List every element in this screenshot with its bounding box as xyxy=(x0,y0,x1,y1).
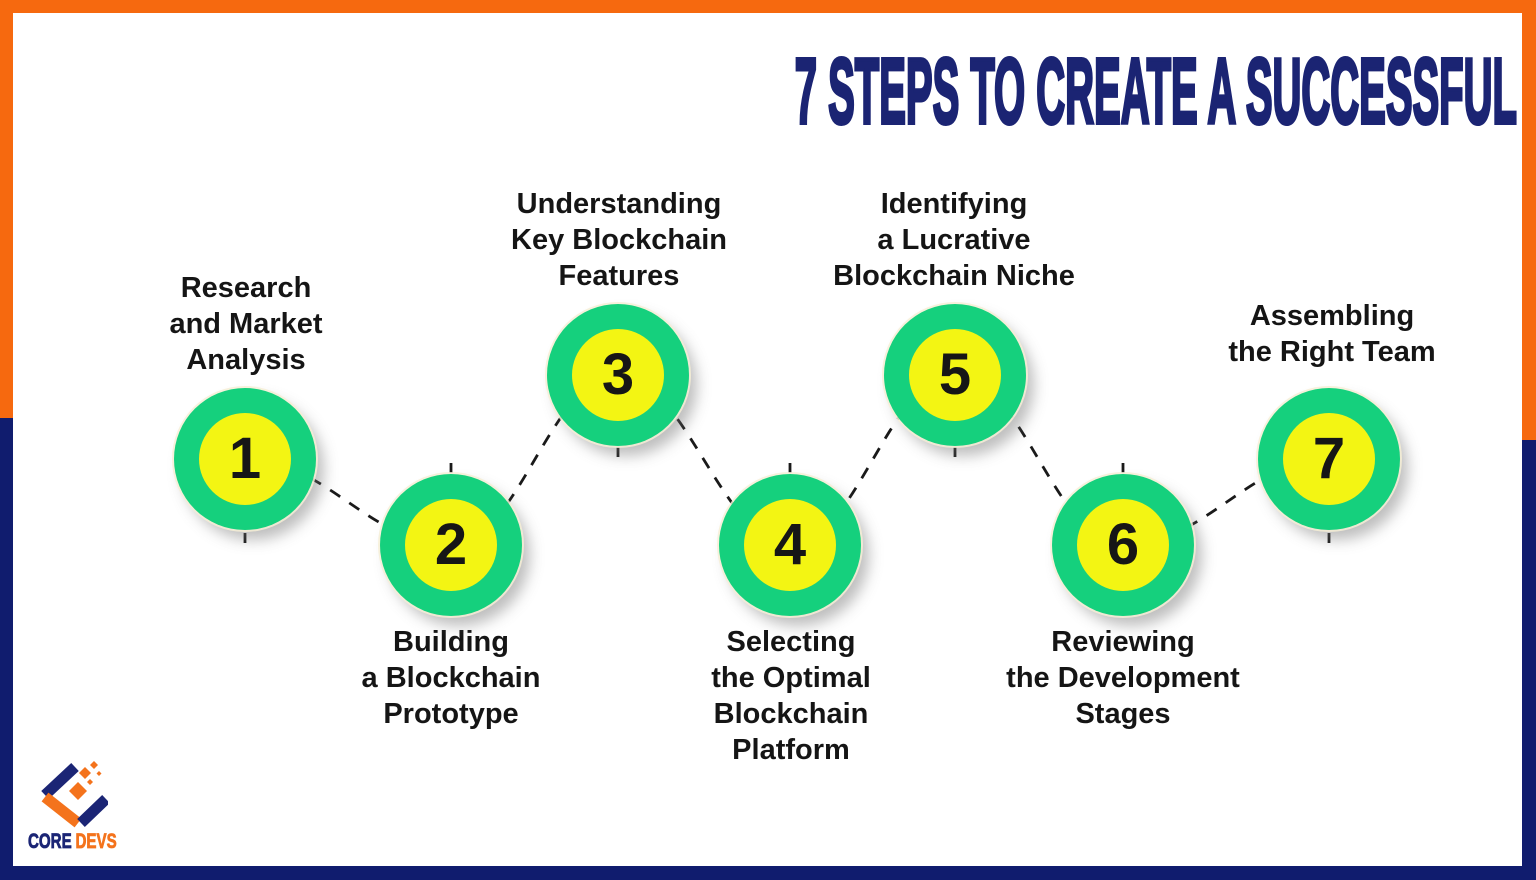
step-label-line: Identifying xyxy=(880,188,1028,220)
step-label-line: Research xyxy=(180,272,312,304)
step-circle-7: 7 xyxy=(1258,388,1400,530)
step-number: 3 xyxy=(601,342,635,407)
step-label-line: Key Blockchain xyxy=(511,224,727,256)
step-label-line: the Development xyxy=(1006,662,1240,694)
border-right-orange xyxy=(1522,0,1536,440)
step-label-7: Assembling the Right Team xyxy=(1228,298,1435,370)
step-number-badge: 1 xyxy=(199,413,291,505)
step-number: 2 xyxy=(434,512,468,577)
step-number: 5 xyxy=(938,342,972,407)
step-label-line: a Lucrative xyxy=(877,224,1031,256)
step-label-1: Research and Market Analysis xyxy=(169,270,322,378)
step-label-line: Blockchain Niche xyxy=(833,260,1075,292)
step-circle-5: 5 xyxy=(884,304,1026,446)
step-label-line: Stages xyxy=(1075,698,1171,730)
step-label-line: Platform xyxy=(732,734,850,766)
step-number-badge: 6 xyxy=(1077,499,1169,591)
step-number: 1 xyxy=(228,426,262,491)
step-label-line: the Optimal xyxy=(711,662,871,694)
border-left-orange xyxy=(0,0,13,418)
step-number-badge: 5 xyxy=(909,329,1001,421)
step-label-line: Assembling xyxy=(1249,300,1415,332)
step-number-badge: 7 xyxy=(1283,413,1375,505)
step-number-badge: 4 xyxy=(744,499,836,591)
step-label-3: Understanding Key Blockchain Features xyxy=(511,186,727,294)
title-prefix: 7 STEPS TO CREATE A SUCCESSFUL xyxy=(794,39,1518,143)
step-label-line: Blockchain xyxy=(713,698,869,730)
step-number: 4 xyxy=(773,512,807,577)
step-circle-3: 3 xyxy=(547,304,689,446)
step-circle-6: 6 xyxy=(1052,474,1194,616)
step-label-line: Analysis xyxy=(186,344,306,376)
step-label-line: Features xyxy=(558,260,680,292)
step-circle-1: 1 xyxy=(174,388,316,530)
step-label-line: Building xyxy=(393,626,509,658)
step-circle-4: 4 xyxy=(719,474,861,616)
step-label-5: Identifying a Lucrative Blockchain Niche xyxy=(833,186,1075,294)
step-label-2: Building a Blockchain Prototype xyxy=(362,624,541,732)
step-label-6: Reviewing the Development Stages xyxy=(1006,624,1240,732)
border-top xyxy=(0,0,1536,13)
step-label-line: Selecting xyxy=(726,626,856,658)
page-title: 7 STEPS TO CREATE A SUCCESSFULBLOCKCHAIN… xyxy=(0,43,1536,140)
step-label-line: Reviewing xyxy=(1051,626,1195,658)
logo-word-core: CORE xyxy=(28,830,72,854)
step-number-badge: 2 xyxy=(405,499,497,591)
step-number: 6 xyxy=(1106,512,1140,577)
step-label-line: and Market xyxy=(169,308,323,340)
step-label-line: Understanding xyxy=(516,188,722,220)
step-label-4: Selecting the Optimal Blockchain Platfor… xyxy=(711,624,871,768)
step-number: 7 xyxy=(1312,426,1346,491)
logo-word-devs: DEVS xyxy=(75,830,117,854)
border-right-navy xyxy=(1522,440,1536,880)
border-left-navy xyxy=(0,418,13,880)
step-label-line: the Right Team xyxy=(1228,336,1436,368)
step-number-badge: 3 xyxy=(572,329,664,421)
core-devs-logo-icon xyxy=(41,761,108,828)
step-label-line: a Blockchain xyxy=(361,662,541,694)
step-circle-2: 2 xyxy=(380,474,522,616)
step-label-line: Prototype xyxy=(383,698,519,730)
border-bottom xyxy=(0,866,1536,880)
